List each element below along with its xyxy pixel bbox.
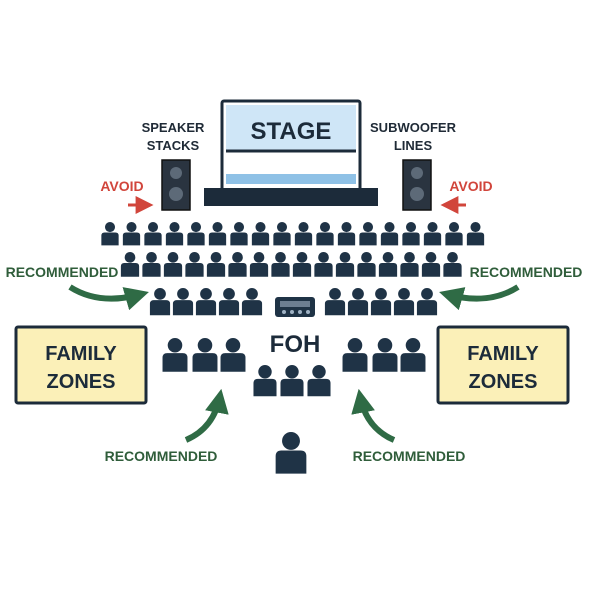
person-icon (253, 365, 277, 397)
person-icon (120, 252, 140, 277)
person-icon (378, 252, 398, 277)
person-icon (314, 252, 333, 277)
person-icon (206, 252, 226, 277)
person-icon (149, 288, 171, 316)
person-icon (218, 288, 240, 316)
foh-console (275, 297, 315, 317)
speaker-stack-left (161, 159, 191, 211)
person-icon (101, 222, 119, 246)
person-icon (241, 288, 263, 316)
speaker-stacks-label-1: SPEAKER (142, 120, 205, 135)
person-icon (187, 222, 205, 246)
person-icon (421, 252, 441, 277)
family-zone-right-line2: ZONES (469, 371, 538, 393)
person-icon (359, 222, 377, 246)
person-icon (185, 252, 204, 277)
person-icon (249, 252, 269, 277)
person-icon (165, 222, 184, 246)
avoid-label-left: AVOID (100, 178, 143, 194)
person-icon (445, 222, 463, 246)
avoid-label-right: AVOID (449, 178, 492, 194)
person-icon (402, 222, 420, 246)
stage-platform (204, 188, 378, 206)
person-icon (307, 365, 331, 397)
recommended-label-left: RECOMMENDED (6, 264, 119, 280)
person-icon (220, 338, 246, 372)
person-icon (316, 222, 334, 246)
person-icon (335, 252, 355, 277)
person-icon (423, 222, 442, 246)
person-icon (280, 365, 304, 397)
person-icon (251, 222, 270, 246)
person-icon (443, 252, 462, 277)
person-icon (162, 338, 188, 372)
person-icon (271, 252, 290, 277)
person-icon (144, 222, 162, 246)
audience-crowd (101, 222, 485, 474)
family-zone-left-line2: ZONES (47, 371, 116, 393)
subwoofer-right (402, 159, 432, 211)
person-icon (337, 222, 356, 246)
person-icon (347, 288, 369, 316)
person-icon (195, 288, 217, 316)
family-zone-right: FAMILY ZONES (436, 325, 570, 405)
subwoofer-lines-label-1: SUBWOOFER (370, 120, 457, 135)
recommended-label-bottom-right: RECOMMENDED (353, 448, 466, 464)
recommended-arrow-right (439, 284, 520, 311)
person-icon (142, 252, 161, 277)
person-icon (273, 222, 291, 246)
recommended-arrow-bottom-left (184, 388, 229, 443)
person-icon (416, 288, 438, 316)
person-icon (292, 252, 312, 277)
person-icon (466, 222, 485, 246)
family-zone-right-line1: FAMILY (467, 343, 539, 365)
person-icon (192, 338, 218, 372)
subwoofer-lines-label-2: LINES (394, 138, 433, 153)
person-icon (380, 222, 399, 246)
person-icon (393, 288, 415, 316)
recommended-label-bottom-left: RECOMMENDED (105, 448, 218, 464)
family-zone-left-line1: FAMILY (45, 343, 117, 365)
person-icon (400, 252, 419, 277)
person-icon (228, 252, 247, 277)
person-icon (370, 288, 392, 316)
recommended-label-right: RECOMMENDED (470, 264, 583, 280)
person-icon (230, 222, 248, 246)
family-zone-left: FAMILY ZONES (14, 325, 148, 405)
stage-title: STAGE (251, 118, 332, 145)
person-icon (357, 252, 376, 277)
person-icon (324, 288, 346, 316)
person-icon (275, 432, 307, 474)
person-icon (163, 252, 183, 277)
stage: STAGE (204, 99, 378, 206)
recommended-arrow-left (68, 284, 149, 311)
person-icon (342, 338, 368, 372)
speaker-stacks-label-2: STACKS (147, 138, 200, 153)
person-icon (122, 222, 141, 246)
recommended-arrow-bottom-right (351, 388, 396, 443)
person-icon (372, 338, 398, 372)
person-icon (400, 338, 426, 372)
person-icon (294, 222, 313, 246)
stage-screen (226, 105, 356, 151)
foh-label: FOH (270, 331, 321, 358)
person-icon (172, 288, 194, 316)
person-icon (208, 222, 227, 246)
